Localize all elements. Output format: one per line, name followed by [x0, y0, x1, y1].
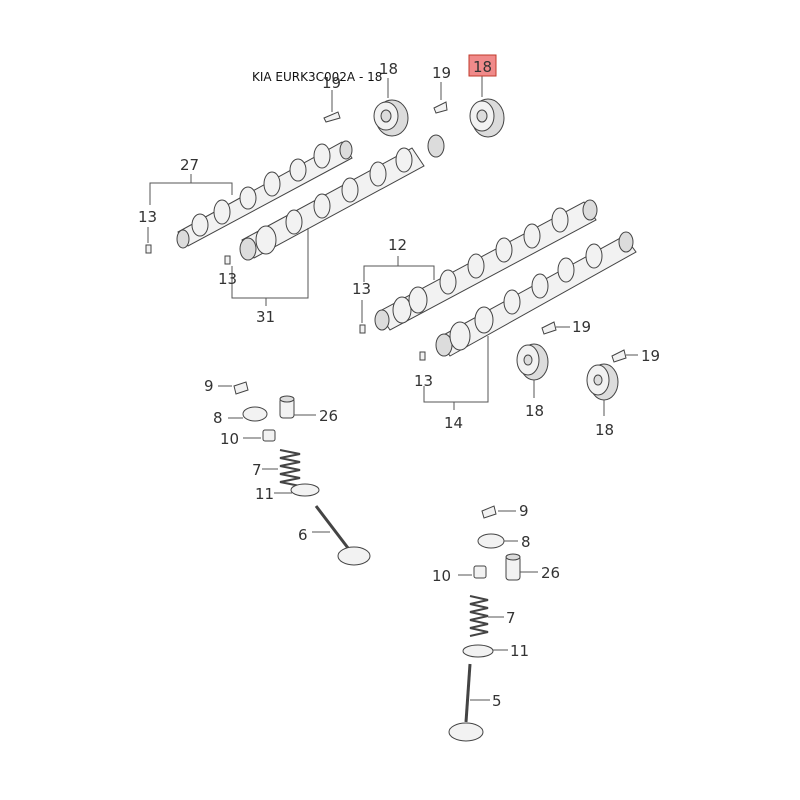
label-19-upper-left: 19 — [322, 74, 341, 92]
woodruff-key-lower-middle — [541, 321, 557, 335]
valve-stem-seal-left — [262, 429, 276, 442]
camshaft-sprocket-lower-right — [586, 363, 619, 401]
label-18-lower-right: 18 — [595, 421, 614, 439]
label-13-lower-left: 13 — [352, 280, 371, 298]
label-12: 12 — [388, 236, 407, 254]
dowel-pin-upper-left — [145, 244, 152, 254]
label-18-highlighted[interactable]: 18 — [473, 58, 492, 76]
label-26-right: 26 — [541, 564, 560, 582]
label-13-lower-right: 13 — [414, 372, 433, 390]
woodruff-key-upper-left — [323, 111, 341, 123]
camshaft-31 — [239, 134, 445, 261]
label-18-lower-middle: 18 — [525, 402, 544, 420]
label-5: 5 — [492, 692, 502, 710]
exhaust-valve-5 — [448, 663, 484, 742]
hydraulic-lash-adjuster-right — [505, 553, 521, 581]
valve-spring-seat-left — [290, 483, 320, 497]
valve-stem-seal-right — [473, 565, 487, 579]
label-13-upper-left: 13 — [138, 208, 157, 226]
camshaft-12 — [374, 199, 598, 331]
hydraulic-lash-adjuster-left — [279, 395, 295, 419]
camshaft-27 — [176, 140, 353, 249]
label-8-right: 8 — [521, 533, 531, 551]
label-7-left: 7 — [252, 461, 262, 479]
label-19-lower-middle: 19 — [572, 318, 591, 336]
label-26-left: 26 — [319, 407, 338, 425]
valve-cotter-left — [233, 381, 249, 395]
label-10-right: 10 — [432, 567, 451, 585]
label-11-left: 11 — [255, 485, 274, 503]
label-11-right: 11 — [510, 642, 529, 660]
label-13-upper-right: 13 — [218, 270, 237, 288]
label-31: 31 — [256, 308, 275, 326]
camshaft-sprocket-upper-left — [373, 99, 409, 137]
camshaft-sprocket-highlighted[interactable] — [469, 98, 505, 138]
dowel-pin-lower-left — [359, 324, 366, 334]
valve-retainer-left — [242, 406, 268, 422]
diagram-title: KIA EURK3C002A - 18 — [252, 70, 382, 84]
woodruff-key-lower-right — [611, 349, 627, 363]
highlight-box-18 — [468, 54, 497, 77]
valve-retainer-right — [477, 533, 505, 549]
label-18-upper-left: 18 — [379, 60, 398, 78]
intake-valve-6 — [314, 505, 371, 566]
label-19-lower-right: 19 — [641, 347, 660, 365]
label-9-left: 9 — [204, 377, 214, 395]
label-9-right: 9 — [519, 502, 529, 520]
label-14: 14 — [444, 414, 463, 432]
label-7-right: 7 — [506, 609, 516, 627]
valve-cotter-right — [481, 505, 497, 519]
label-10-left: 10 — [220, 430, 239, 448]
dowel-pin-upper-right — [224, 255, 231, 265]
valve-spring-seat-right — [462, 644, 494, 658]
label-8-left: 8 — [213, 409, 223, 427]
dowel-pin-lower-right — [419, 351, 426, 361]
woodruff-key-upper-middle — [433, 101, 448, 114]
label-19-upper-middle: 19 — [432, 64, 451, 82]
camshaft-sprocket-lower-middle — [516, 343, 549, 381]
label-27: 27 — [180, 156, 199, 174]
valve-spring-left — [279, 449, 301, 487]
camshaft-14 — [435, 231, 637, 357]
label-6: 6 — [298, 526, 308, 544]
valve-spring-right — [469, 595, 489, 637]
